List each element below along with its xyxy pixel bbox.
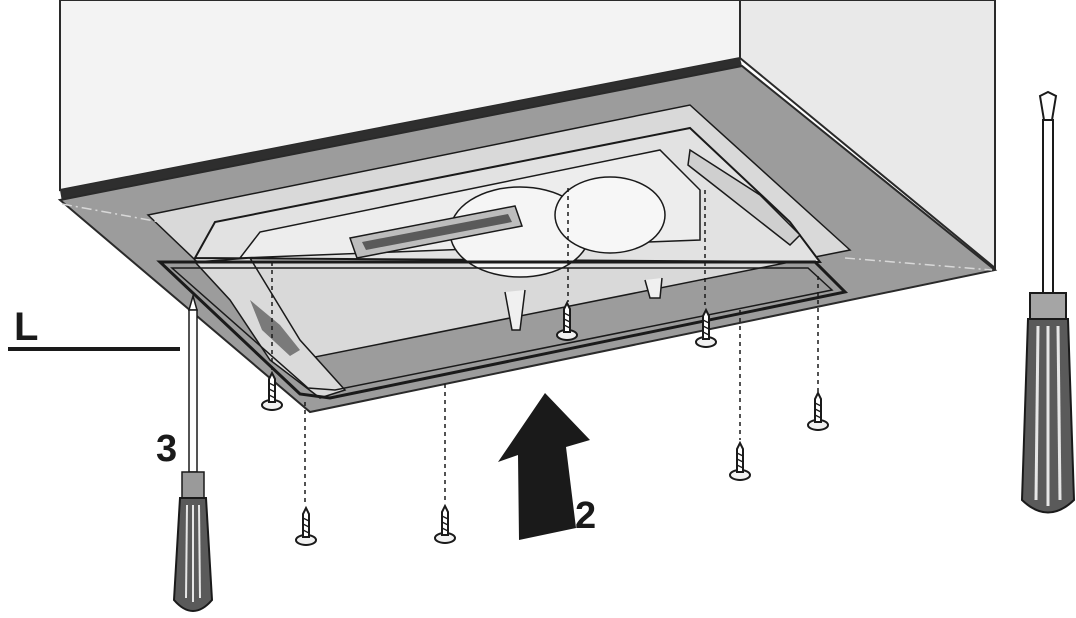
step-2-label: 2	[575, 495, 596, 537]
hood-frame-inner	[170, 267, 834, 391]
screw-guides	[271, 188, 819, 506]
screwdriver-icon	[172, 293, 214, 612]
screw-icon	[807, 392, 829, 431]
screw-icon	[434, 505, 456, 544]
level-mark: L	[14, 305, 38, 349]
cabinet-side-wall	[739, 0, 996, 271]
screw-icon	[295, 507, 317, 546]
screw-icon	[729, 442, 751, 481]
level-guide-line	[61, 203, 993, 271]
screwdriver-icon	[1020, 90, 1076, 514]
hood-frame	[156, 260, 849, 400]
step-3-label: 3	[156, 428, 177, 470]
up-arrow-icon	[498, 393, 590, 540]
